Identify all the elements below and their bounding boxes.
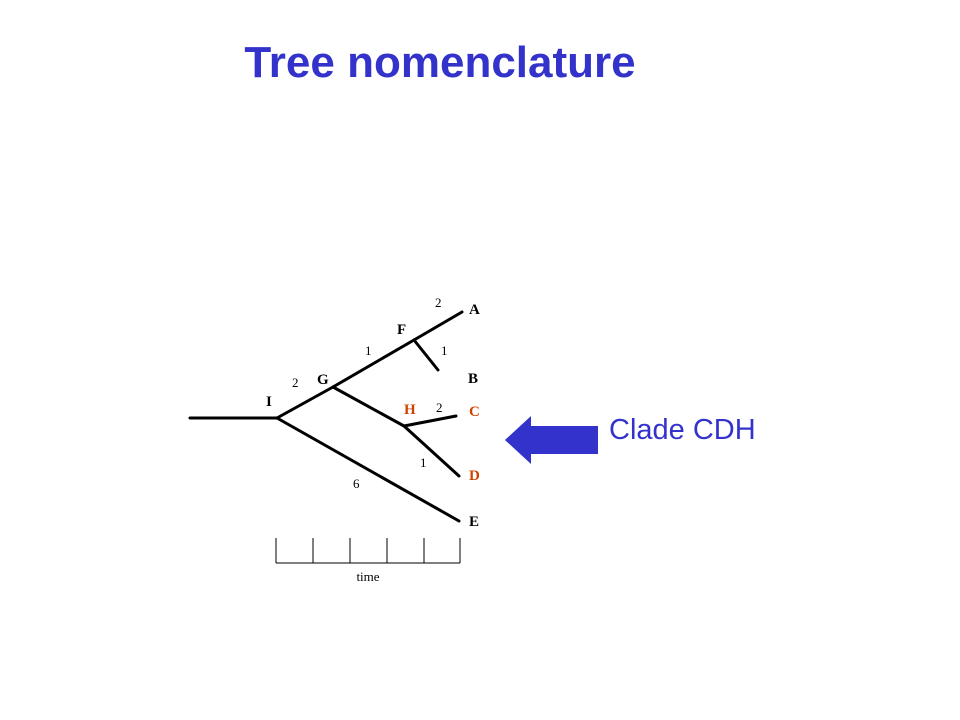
branch-length-g-f: 1 bbox=[365, 343, 372, 358]
slide-title: Tree nomenclature bbox=[244, 38, 636, 87]
node-label-i: I bbox=[266, 394, 272, 410]
branch-h-d bbox=[402, 424, 461, 478]
branch-length-h-d: 1 bbox=[420, 455, 427, 470]
branch-i-g bbox=[275, 385, 335, 420]
branch-length-i-g: 2 bbox=[292, 375, 299, 390]
node-label-e: E bbox=[469, 514, 479, 530]
branch-length-i-e: 6 bbox=[353, 476, 360, 491]
node-label-h: H bbox=[404, 402, 416, 418]
branch-length-h-c: 2 bbox=[436, 400, 443, 415]
branch-h-c bbox=[402, 414, 458, 428]
branch-length-f-b: 1 bbox=[441, 343, 448, 358]
branch-g-h bbox=[331, 385, 406, 428]
time-scale-ruler bbox=[275, 538, 461, 564]
node-label-b: B bbox=[468, 371, 478, 387]
clade-callout-label: Clade CDH bbox=[609, 414, 756, 446]
node-label-d: D bbox=[469, 468, 480, 484]
node-label-a: A bbox=[469, 302, 480, 318]
branch-i-e bbox=[275, 416, 461, 523]
branch-f-a bbox=[412, 310, 464, 342]
branch-g-f bbox=[331, 338, 416, 389]
node-label-g: G bbox=[317, 372, 329, 388]
branch-length-f-a: 2 bbox=[435, 295, 442, 310]
node-label-f: F bbox=[397, 322, 406, 338]
node-label-c: C bbox=[469, 404, 480, 420]
time-axis-label: time bbox=[356, 569, 379, 584]
clade-arrow-icon bbox=[505, 416, 598, 464]
branch-f-b bbox=[412, 338, 440, 372]
